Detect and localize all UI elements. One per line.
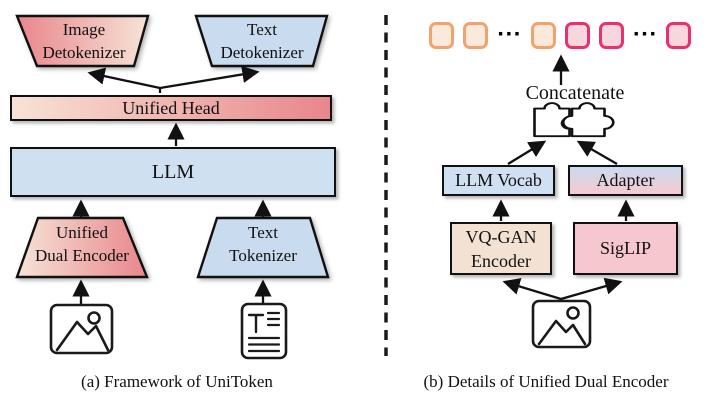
ellipsis-dots: ··· [497,22,522,45]
concatenate-label: Concatenate [525,82,625,104]
text-tokenizer-line2: Tokenizer [229,246,297,265]
image-icon [49,303,114,355]
vocab-to-concat-arrow [507,140,547,165]
image-token [530,22,556,49]
text-token [598,22,624,49]
image-token [463,22,488,49]
unified-dual-encoder-line1: Unified [56,223,108,242]
unified-head-block: Unified Head [10,95,332,121]
image-to-dual-encoders-arrow [502,277,623,301]
vqgan-line1: VQ-GAN [465,226,537,247]
unified-dual-encoder-label: Unified Dual Encoder [22,221,142,267]
siglip-label: SigLIP [599,238,651,258]
text-tokenizer-line1: Text [248,223,278,242]
panel-b-caption: (b) Details of Unified Dual Encoder [423,372,669,391]
text-detokenizer-line2: Detokenizer [220,43,304,62]
text-detokenizer-line1: Text [247,20,277,39]
image-detokenizer-label: Image Detokenizer [24,18,144,64]
panel-a-arrows [72,65,272,305]
siglip-block: SigLIP [573,222,678,275]
panel-b-arrows [492,54,635,301]
text-detokenizer-shape [194,14,329,68]
adapter-to-concat-arrow [576,140,618,165]
panel-a-caption: (a) Framework of UniToken [81,372,273,391]
puzzle-pieces-icon [533,102,615,138]
image-detokenizer-line1: Image [62,20,106,39]
unified-head-label: Unified Head [122,97,220,118]
llm-label: LLM [151,160,195,183]
llm-block: LLM [10,147,336,197]
llm-vocab-block: LLM Vocab [442,165,555,196]
text-detokenizer-label: Text Detokenizer [202,18,322,64]
text-tokenizer-label: Text Tokenizer [203,221,323,267]
adapter-block: Adapter [568,165,683,196]
text-token [564,22,590,49]
ellipsis-dots: ··· [632,22,658,45]
token-sequence: ··· ··· [429,22,692,49]
unified-dual-encoder-shape [15,216,149,279]
image-icon [531,299,592,349]
image-detokenizer-line2: Detokenizer [42,43,126,62]
panel-a-trapezoids [15,14,330,279]
head-to-detokenizers-arrow [87,65,260,90]
unified-dual-encoder-line2: Dual Encoder [35,246,129,265]
vqgan-line2: Encoder [471,250,531,271]
text-tokenizer-shape [196,216,330,279]
image-token [429,22,454,49]
llm-vocab-label: LLM Vocab [455,170,542,190]
text-token [666,22,692,49]
adapter-label: Adapter [596,170,655,190]
vqgan-encoder-block: VQ-GAN Encoder [450,222,552,275]
text-document-icon [240,302,288,360]
